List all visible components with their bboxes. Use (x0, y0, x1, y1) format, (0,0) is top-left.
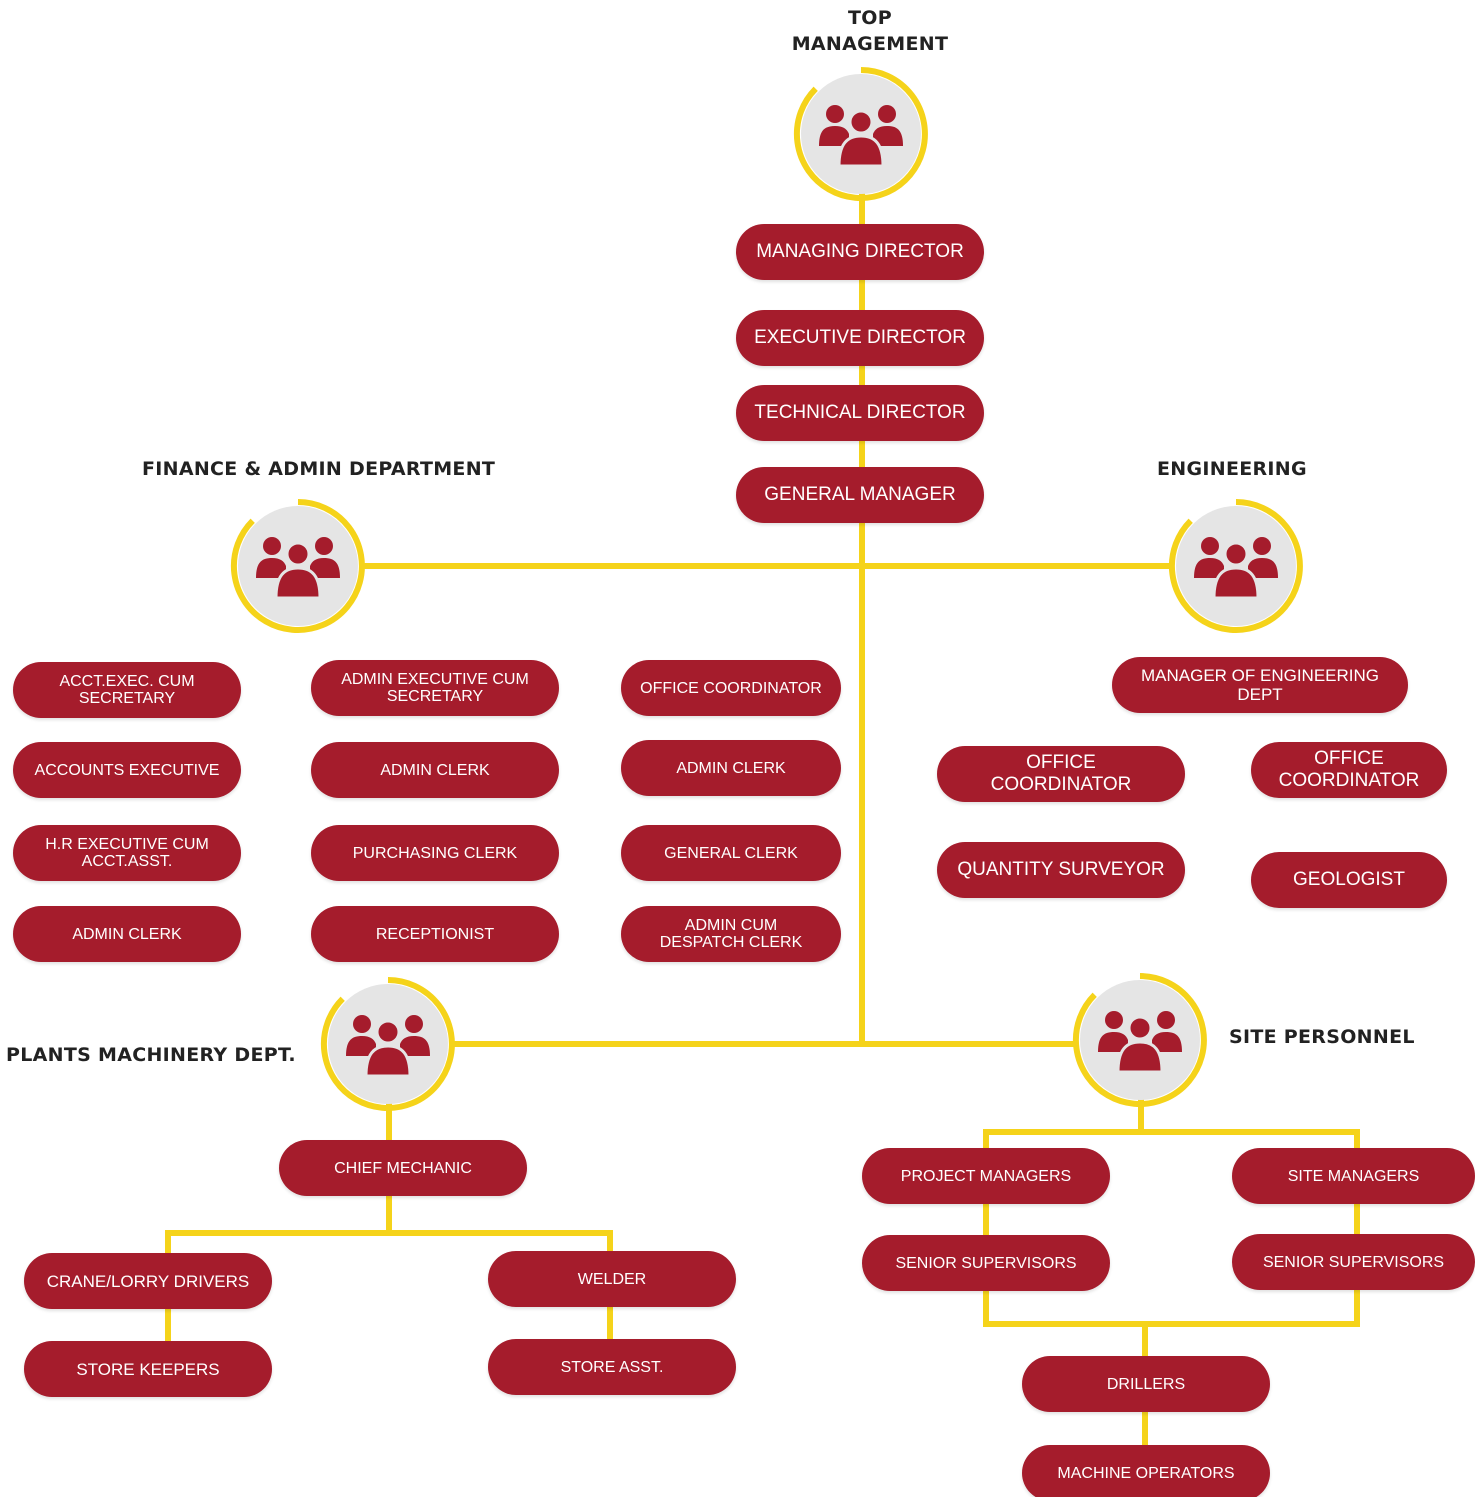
role-admin-clerk: ADMIN CLERK (13, 906, 241, 962)
role-welder: WELDER (488, 1251, 736, 1307)
role-line: H.R EXECUTIVE CUM (45, 836, 209, 853)
role-store-keepers: STORE KEEPERS (24, 1341, 272, 1397)
dept-circle-site-personnel (1070, 970, 1210, 1110)
role-machine-operators: MACHINE OPERATORS (1022, 1445, 1270, 1497)
circle-inner (328, 984, 448, 1104)
role-senior-supervisors: SENIOR SUPERVISORS (862, 1235, 1110, 1291)
role-chief-mechanic: CHIEF MECHANIC (279, 1140, 527, 1196)
role-general-clerk: GENERAL CLERK (621, 825, 841, 881)
group-of-people-icon (254, 535, 342, 600)
role-drillers: DRILLERS (1022, 1356, 1270, 1412)
circle-inner (801, 74, 921, 194)
heading-top-line2: MANAGEMENT (791, 33, 949, 55)
role-accounts-executive: ACCOUNTS EXECUTIVE (13, 742, 241, 798)
role-purchasing-clerk: PURCHASING CLERK (311, 825, 559, 881)
role-quantity-surveyor: QUANTITY SURVEYOR (937, 842, 1185, 898)
heading-site-personnel: SITE PERSONNEL (1229, 1026, 1415, 1048)
group-of-people-icon (344, 1013, 432, 1078)
heading-top-management: TOP MANAGEMENT (760, 5, 980, 57)
role-geologist: GEOLOGIST (1251, 852, 1447, 908)
role-line: OFFICE (1314, 748, 1384, 769)
role-line: DEPT (1237, 685, 1283, 704)
role-project-managers: PROJECT MANAGERS (862, 1148, 1110, 1204)
role-line: COORDINATOR (1278, 770, 1420, 791)
role-general-manager: GENERAL MANAGER (736, 467, 984, 523)
role-line: DESPATCH CLERK (659, 934, 803, 951)
dept-circle-engineering (1166, 496, 1306, 636)
role-store-asst: STORE ASST. (488, 1339, 736, 1395)
ring-icon (793, 67, 928, 201)
role-site-managers: SITE MANAGERS (1232, 1148, 1475, 1204)
heading-finance-admin: FINANCE & ADMIN DEPARTMENT (142, 458, 496, 480)
role-senior-supervisors: SENIOR SUPERVISORS (1232, 1234, 1475, 1290)
ring-icon (320, 977, 455, 1111)
role-crane-lorry-drivers: CRANE/LORRY DRIVERS (24, 1253, 272, 1309)
role-line: SECRETARY (386, 688, 484, 705)
role-line: MANAGER OF ENGINEERING (1140, 666, 1380, 685)
circle-inner (238, 506, 358, 626)
role-line: ADMIN CUM (684, 917, 778, 934)
role-line: ACCT.EXEC. CUM (59, 673, 195, 690)
dept-circle-finance-admin (228, 496, 368, 636)
heading-engineering: ENGINEERING (1157, 458, 1307, 480)
role-line: SECRETARY (78, 690, 176, 707)
group-of-people-icon (817, 103, 905, 168)
role-admin-clerk: ADMIN CLERK (621, 740, 841, 796)
dept-circle-plants-machinery (318, 974, 458, 1114)
heading-plants-machinery: PLANTS MACHINERY DEPT. (6, 1044, 296, 1066)
role-line: COORDINATOR (990, 774, 1132, 795)
role-receptionist: RECEPTIONIST (311, 906, 559, 962)
role-managing-director: MANAGING DIRECTOR (736, 224, 984, 280)
heading-top-line1: TOP (848, 7, 892, 29)
role-line: ACCT.ASST. (81, 853, 173, 870)
group-of-people-icon (1096, 1009, 1184, 1074)
ring-icon (1168, 499, 1303, 633)
role-technical-director: TECHNICAL DIRECTOR (736, 385, 984, 441)
ring-icon (230, 499, 365, 633)
circle-inner (1176, 506, 1296, 626)
role-line: ADMIN EXECUTIVE CUM (341, 671, 529, 688)
ring-icon (1072, 973, 1207, 1107)
role-line: OFFICE (1026, 752, 1096, 773)
role-executive-director: EXECUTIVE DIRECTOR (736, 310, 984, 366)
role-office-coordinator: OFFICE COORDINATOR (621, 660, 841, 716)
role-admin-clerk: ADMIN CLERK (311, 742, 559, 798)
dept-circle-top-management (791, 64, 931, 204)
circle-inner (1080, 980, 1200, 1100)
group-of-people-icon (1192, 535, 1280, 600)
